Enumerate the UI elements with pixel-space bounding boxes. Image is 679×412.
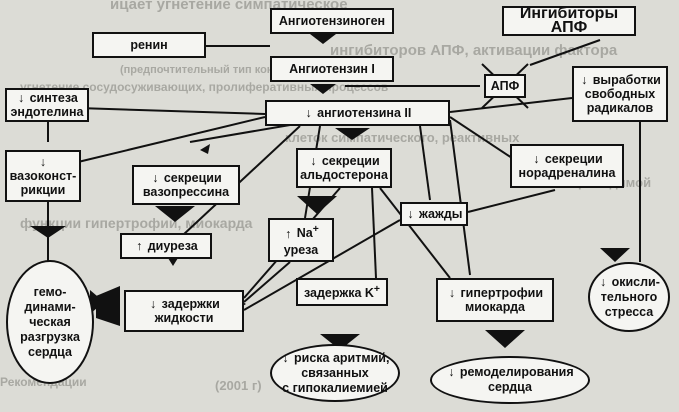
hemodynamic-unloading-label: гемо- динами- ческая разгрузка сердца (20, 284, 80, 359)
arrhythmia-risk-label: риска аритмий, связанных с гипокалиемией (282, 350, 390, 395)
noradrenaline-label: секреции норадреналина (518, 152, 616, 180)
arrowhead (297, 196, 337, 214)
vasopressin-label: секреции вазопрессина (142, 171, 230, 199)
endothelin-label: синтеза эндотелина (10, 91, 84, 119)
arrowhead (96, 286, 120, 326)
remodeling-label: ремоделирования сердца (459, 365, 574, 394)
up-arrow-icon: ↑ (285, 226, 292, 241)
down-arrow-icon: ↓ (448, 365, 455, 379)
natriuresis-box: ↑ Na+ уреза (268, 218, 334, 262)
arrowhead (485, 330, 525, 348)
free-radicals-label: выработки свободных радикалов (584, 73, 661, 115)
ace-inhibitors-box: Ингибиторы АПФ (502, 6, 636, 36)
link-aldosterone-hypertrophy (379, 187, 451, 279)
arrowhead (200, 144, 210, 154)
vasopressin-box: ↓ секреции вазопрессина (132, 165, 240, 205)
arrhythmia-risk-ellipse: ↓ риска аритмий, связанных с гипокалиеми… (270, 344, 400, 402)
free-radicals-box: ↓ выработки свободных радикалов (572, 66, 668, 122)
oxidative-stress-label: окисли- тельного стресса (600, 274, 660, 319)
link-noradrenaline-thirst (467, 189, 556, 213)
angiotensin-2-label: ангиотензина II (317, 106, 412, 120)
arrowhead (155, 206, 195, 222)
arrowhead (30, 226, 66, 238)
down-arrow-icon: ↓ (533, 152, 540, 166)
inhibitor-link (529, 39, 601, 66)
link-ang2-thirst (419, 125, 431, 201)
down-arrow-icon: ↓ (305, 106, 312, 120)
thirst-label: жажды (419, 207, 463, 221)
down-arrow-icon: ↓ (282, 350, 289, 365)
link-ang2-vasoconstriction (77, 116, 266, 163)
vasoconstriction-label: вазоконст- рикции (9, 169, 77, 197)
link-ang2-diuresis (182, 125, 301, 236)
remodeling-ellipse: ↓ ремоделирования сердца (430, 356, 590, 404)
arrowhead (310, 84, 336, 94)
hemodynamic-unloading-ellipse: гемо- динами- ческая разгрузка сердца (6, 260, 94, 384)
vasoconstriction-box: ↓ вазоконст- рикции (5, 150, 81, 202)
link-aldosterone-potassium (371, 187, 377, 279)
link-ang2-hypertrophy (449, 119, 471, 276)
oxidative-stress-ellipse: ↓ окисли- тельного стресса (588, 262, 670, 332)
diuresis-label: диуреза (147, 239, 198, 253)
down-arrow-icon: ↓ (581, 73, 588, 87)
arrowhead (335, 128, 370, 140)
potassium-label: задержка K (303, 286, 374, 301)
aldosterone-box: ↓ секреции альдостерона (296, 148, 392, 188)
ace-label: АПФ (490, 79, 520, 93)
down-arrow-icon: ↓ (599, 274, 607, 289)
angiotensinogen-box: Ангиотензиноген (270, 8, 394, 34)
potassium-superscript: + (373, 284, 380, 296)
arrowhead (90, 290, 104, 314)
arrowhead (600, 248, 630, 262)
renin-label: ренин (130, 38, 168, 52)
natriuresis-superscript: + (312, 224, 319, 236)
diuresis-box: ↑ диуреза (120, 233, 212, 259)
arrowhead (310, 34, 336, 44)
aldosterone-label: секреции альдостерона (300, 154, 388, 182)
noradrenaline-box: ↓ секреции норадреналина (510, 144, 624, 188)
link-ang2-noradrenaline (449, 116, 513, 159)
angiotensin-1-box: Ангиотензин I (270, 56, 394, 82)
link-ang2-vasopressin (189, 124, 291, 143)
ace-box: АПФ (484, 74, 526, 98)
natriuresis-suffix: уреза (283, 242, 319, 257)
renin-box: ренин (92, 32, 206, 58)
link-ang2-endothelin (77, 107, 266, 115)
angiotensin-1-label: Ангиотензин I (289, 62, 375, 76)
arrowhead (320, 334, 360, 350)
endothelin-box: ↓ синтеза эндотелина (5, 88, 89, 122)
fluid-retention-box: ↓ задержки жидкости (124, 290, 244, 332)
potassium-retention-box: задержка K+ (296, 278, 388, 306)
ace-inhibitors-label: Ингибиторы АПФ (519, 5, 619, 36)
down-arrow-icon: ↓ (150, 297, 157, 311)
natriuresis-prefix: Na (296, 226, 313, 241)
arrowhead (168, 258, 178, 266)
hypertrophy-label: гипертрофии миокарда (460, 286, 544, 314)
thirst-box: ↓ жажды (400, 202, 468, 226)
up-arrow-icon: ↑ (136, 239, 143, 253)
angiotensin-2-box: ↓ ангиотензина II (265, 100, 450, 126)
angiotensinogen-label: Ангиотензиноген (278, 14, 386, 28)
down-arrow-icon: ↓ (152, 171, 159, 185)
down-arrow-icon: ↓ (448, 286, 456, 300)
link-natriuresis-fluid (243, 261, 291, 303)
fluid-retention-label: задержки жидкости (154, 297, 220, 325)
link-thirst-fluid (243, 219, 401, 311)
down-arrow-icon: ↓ (310, 154, 317, 168)
link-ang2-radicals (449, 97, 573, 113)
down-arrow-icon: ↓ (17, 91, 25, 105)
down-arrow-icon: ↓ (39, 155, 47, 169)
hypertrophy-box: ↓ гипертрофии миокарда (436, 278, 554, 322)
down-arrow-icon: ↓ (407, 207, 414, 221)
